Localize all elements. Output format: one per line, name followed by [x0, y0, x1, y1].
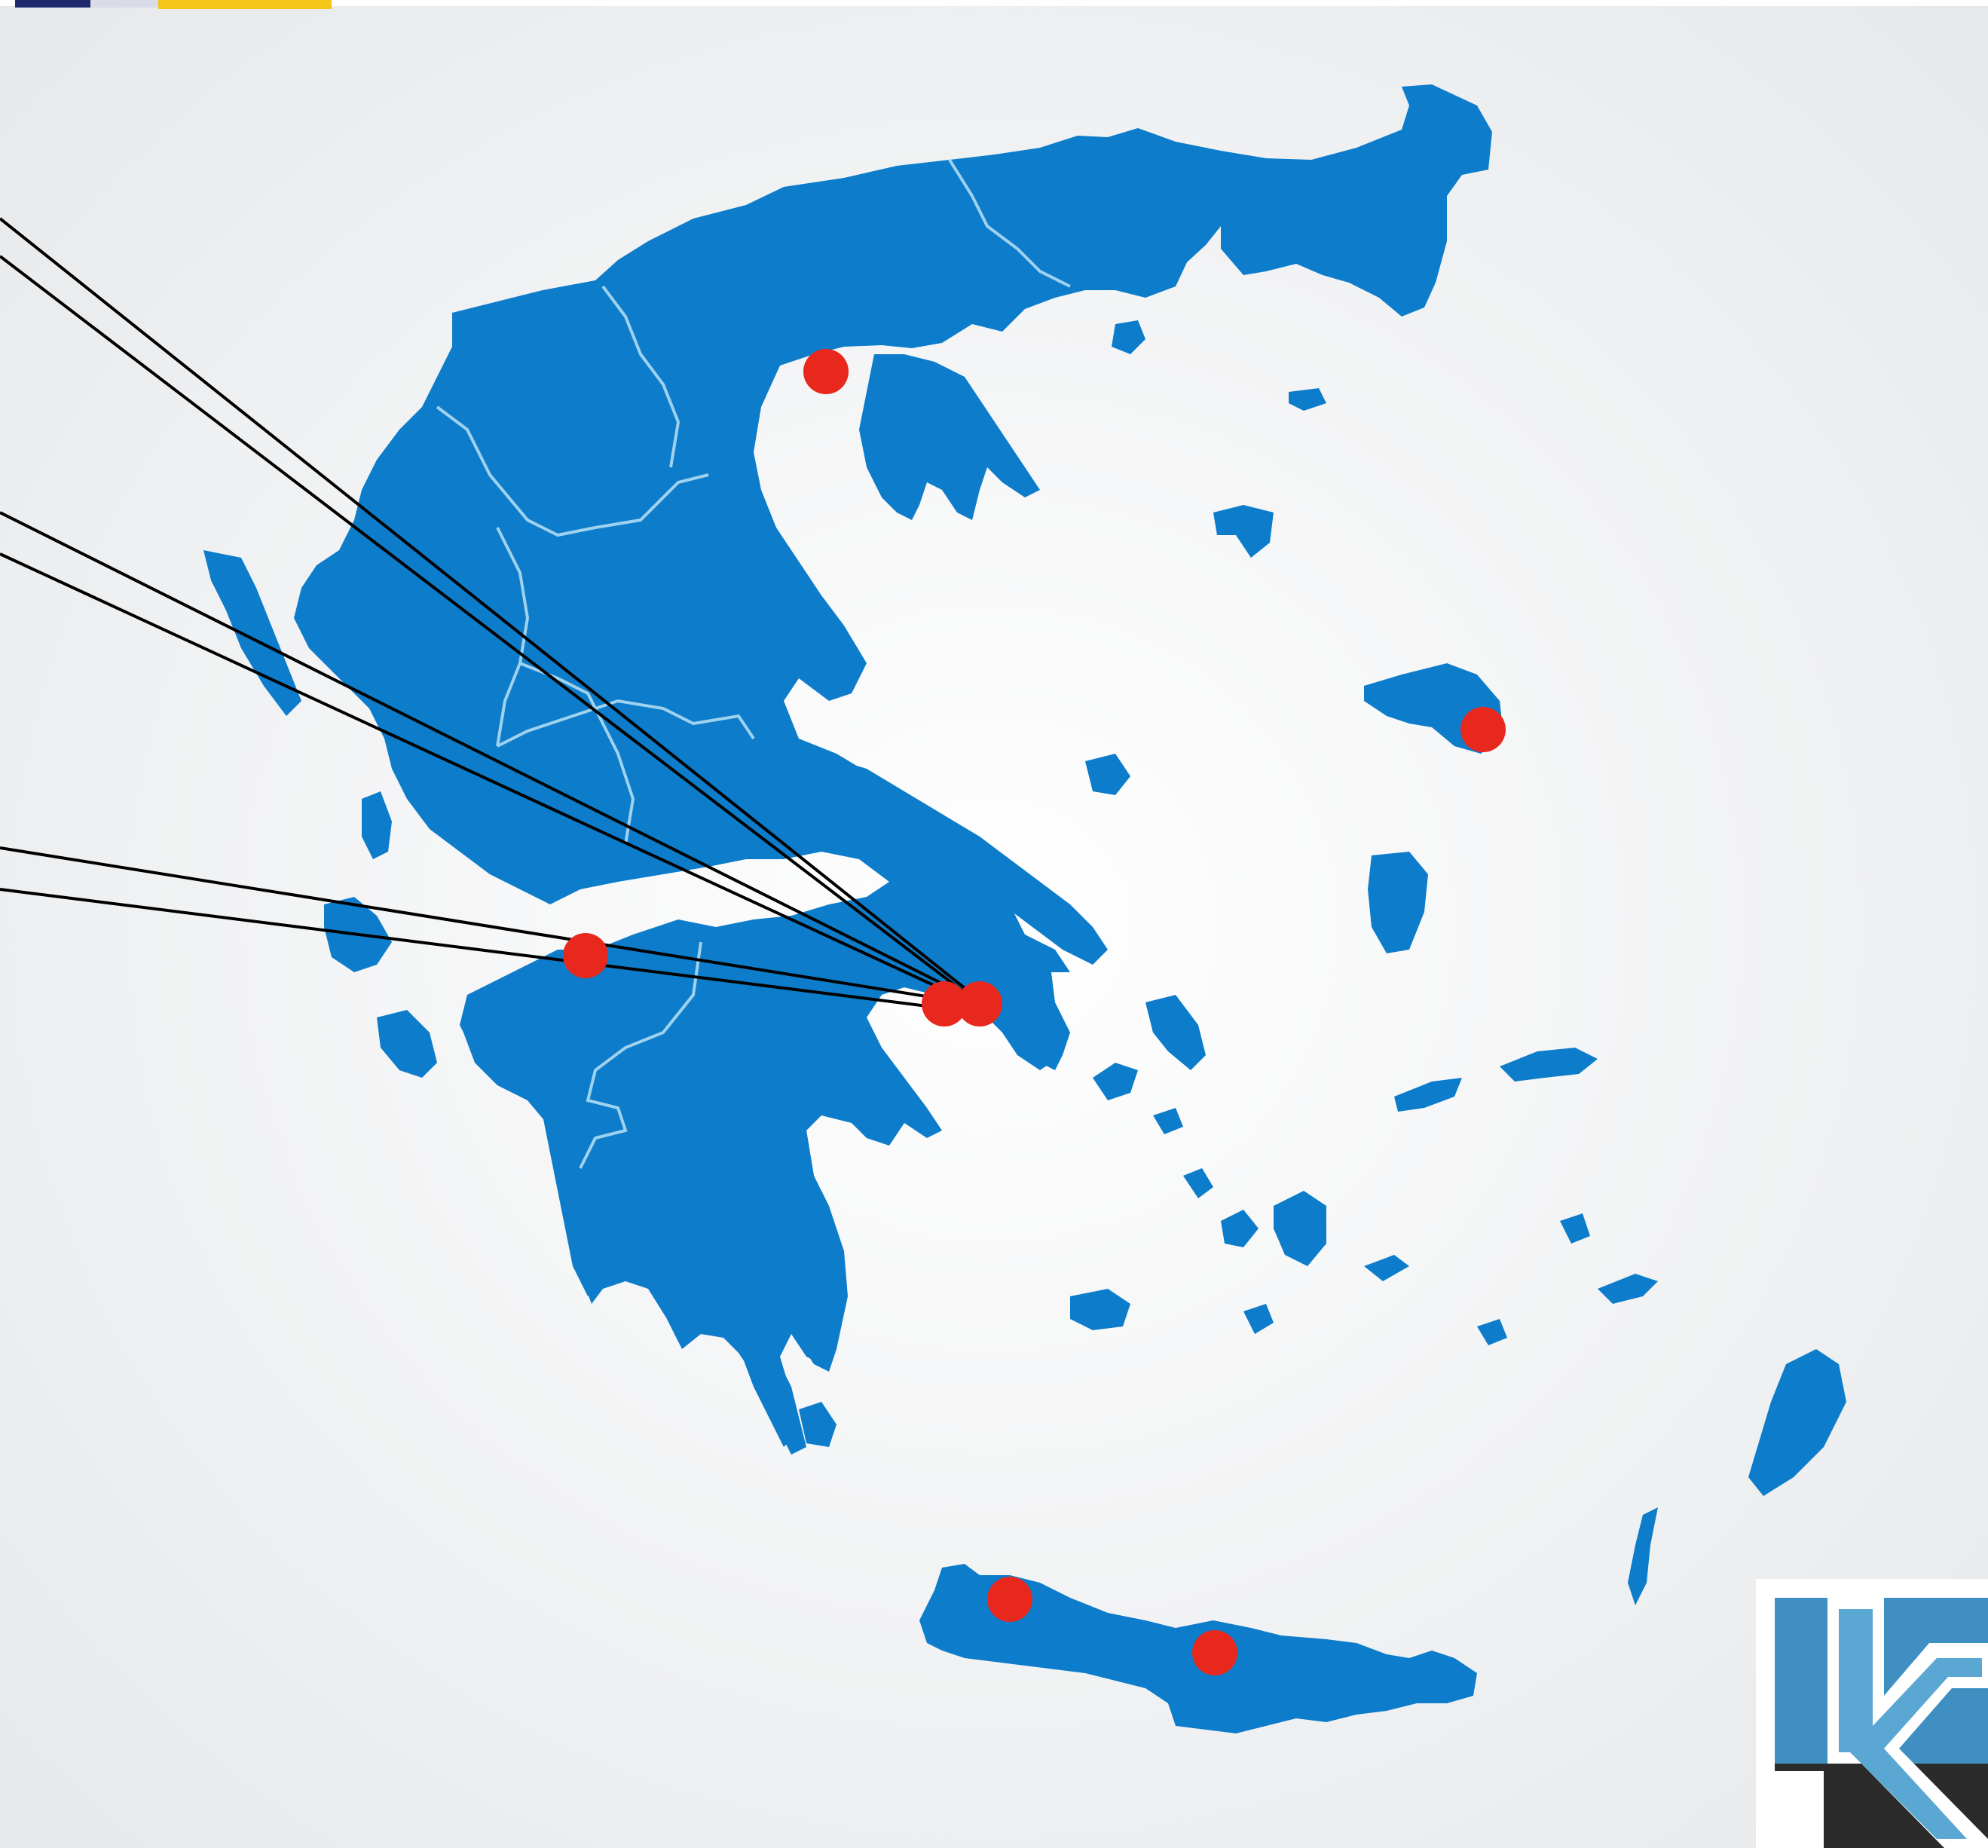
border-east-macedonia [948, 158, 1071, 288]
ikaria [1394, 1078, 1462, 1112]
border-thessaly-north [436, 405, 709, 537]
kos [1598, 1274, 1658, 1304]
kalymnos-leros [1560, 1213, 1590, 1244]
kythira [799, 1402, 836, 1447]
ios-santorini [1243, 1304, 1274, 1334]
heraklion-marker[interactable] [1192, 1630, 1237, 1675]
connector-line-5 [0, 846, 988, 1008]
amorgos [1364, 1255, 1409, 1281]
skyros [1145, 995, 1206, 1070]
andros [1093, 1063, 1138, 1100]
k-logo-icon [1756, 1579, 1988, 1848]
connector-lines [0, 217, 989, 1015]
athens-marker-1[interactable] [922, 981, 967, 1026]
zakynthos [377, 1010, 437, 1078]
top-edge-strip [0, 0, 1988, 6]
rhodes [1748, 1349, 1846, 1496]
connector-line-2 [0, 255, 989, 1011]
syros-mykonos [1183, 1168, 1213, 1198]
border-central-macedonia-west [601, 285, 681, 468]
samothrace [1289, 388, 1326, 411]
attica-euboea [950, 927, 1063, 1070]
chania-marker[interactable] [987, 1577, 1032, 1622]
connector-line-3 [0, 511, 988, 1008]
border-thessaly-south [497, 699, 755, 748]
markers [563, 349, 1506, 1675]
milos [1070, 1289, 1130, 1330]
tinos [1153, 1108, 1183, 1134]
corfu [203, 550, 301, 716]
border-epirus [496, 527, 530, 747]
halkidiki [859, 354, 1040, 520]
thessaloniki-marker[interactable] [803, 349, 849, 394]
border-peloponnese [579, 941, 702, 1169]
euboea [739, 757, 1108, 965]
lefkada [362, 791, 392, 859]
patras-marker[interactable] [563, 933, 608, 978]
karpathos [1628, 1507, 1658, 1605]
naxos [1274, 1191, 1326, 1266]
thasos [1112, 320, 1145, 354]
skiathos-skopelos [1085, 754, 1130, 795]
flags-badge-icon [15, 0, 332, 9]
connector-line-6 [0, 888, 988, 1015]
athens-marker-2[interactable] [957, 981, 1002, 1026]
connector-line-4 [0, 552, 988, 1011]
lesvos-marker[interactable] [1460, 707, 1506, 752]
connector-line-1 [0, 217, 989, 1008]
peloponnese [463, 938, 836, 1447]
paros [1221, 1210, 1259, 1247]
lemnos [1213, 505, 1274, 558]
astypalaia [1477, 1319, 1507, 1345]
chios [1368, 852, 1428, 953]
samos [1500, 1048, 1598, 1082]
